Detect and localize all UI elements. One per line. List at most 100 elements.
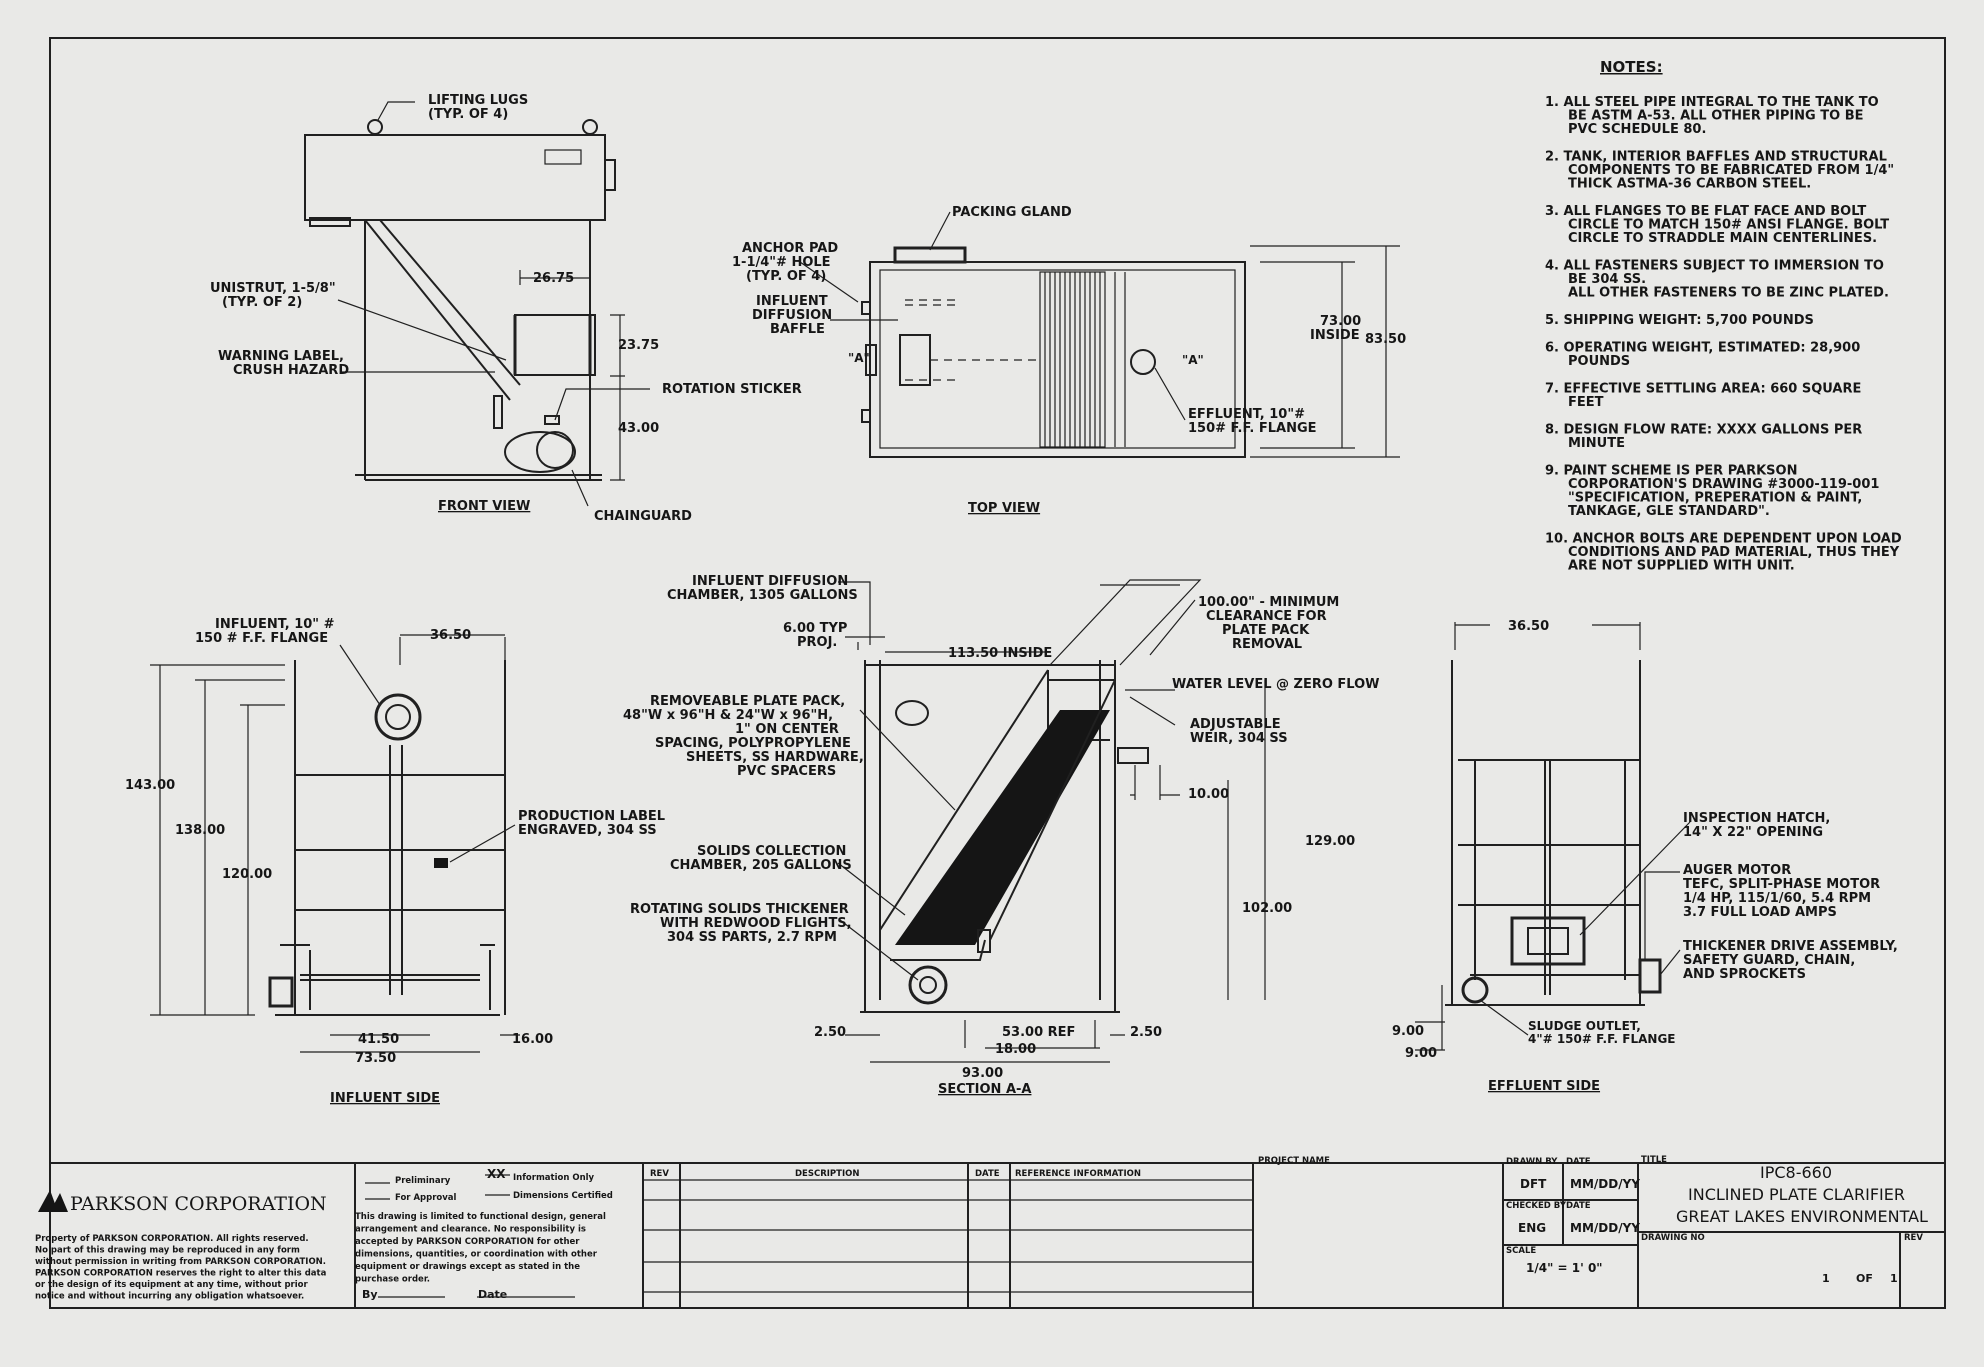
top-baffle-lines: [905, 299, 1040, 381]
section-drive: [977, 929, 991, 953]
note-line: FEET: [1568, 395, 1604, 410]
top-section-marker-right: "A": [1182, 353, 1204, 367]
status-dims-cert: Dimensions Certified: [513, 1191, 613, 1201]
note-line: 9. PAINT SCHEME IS PER PARKSON: [1545, 464, 1797, 479]
top-influent-flange: [865, 344, 877, 376]
section-dim-53-ref: 53.00 REF: [1002, 1025, 1075, 1040]
status-text-line: dimensions, quantities, or coordination …: [355, 1250, 598, 1260]
top-packing-gland: [893, 246, 967, 264]
effluent-auger-label-1: AUGER MOTOR: [1683, 863, 1791, 878]
front-flange-left: [309, 217, 351, 227]
effluent-drive-label-1: THICKENER DRIVE ASSEMBLY,: [1683, 939, 1898, 954]
top-baffle-label-2: DIFFUSION: [752, 308, 832, 323]
top-view-title: TOP VIEW: [968, 501, 1040, 516]
influent-drive: [268, 976, 294, 1008]
top-tank-outline: [869, 261, 1246, 458]
status-preliminary: Preliminary: [395, 1176, 451, 1186]
status-text-line: equipment or drawings except as stated i…: [355, 1262, 580, 1272]
influent-dim-16: 16.00: [512, 1032, 553, 1047]
section-plate-label-1: REMOVEABLE PLATE PACK,: [650, 694, 845, 709]
header-scale: SCALE: [1506, 1246, 1536, 1256]
header-project: PROJECT NAME: [1258, 1156, 1330, 1166]
status-text-line: This drawing is limited to functional de…: [355, 1212, 606, 1222]
effluent-dim-9-a: 9.00: [1392, 1024, 1424, 1039]
front-sprocket: [536, 431, 574, 469]
drawn-date-value: MM/DD/YY: [1570, 1177, 1640, 1191]
influent-label-1: INFLUENT, 10" #: [215, 617, 335, 632]
effluent-auger-label-3: 1/4 HP, 115/1/60, 5.4 RPM: [1683, 891, 1871, 906]
note-line: 3. ALL FLANGES TO BE FLAT FACE AND BOLT: [1545, 204, 1866, 219]
top-view: "A" "A" PACKING GLAND ANCHOR PAD 1-1/4"#…: [732, 205, 1406, 516]
front-warning-label-2: CRUSH HAZARD: [233, 363, 349, 378]
section-clearance-label-1: 100.00" - MINIMUM: [1198, 595, 1339, 610]
influent-flange: [374, 693, 422, 741]
note-line: 1. ALL STEEL PIPE INTEGRAL TO THE TANK T…: [1545, 95, 1879, 110]
header-checked-by: CHECKED BY: [1506, 1201, 1567, 1211]
status-text: This drawing is limited to functional de…: [355, 1212, 606, 1285]
header-date: DATE: [975, 1169, 1000, 1179]
section-dim-2-50-right: 2.50: [1130, 1025, 1162, 1040]
front-unistrut-label-2: (TYP. OF 2): [222, 295, 302, 310]
effluent-drive-label-3: AND SPROCKETS: [1683, 967, 1806, 982]
header-date-3: DATE: [1566, 1201, 1591, 1211]
section-thickener-label-1: ROTATING SOLIDS THICKENER: [630, 902, 849, 917]
section-weir-label-1: ADJUSTABLE: [1190, 717, 1281, 732]
section-influent-label-1: INFLUENT DIFFUSION: [692, 574, 848, 589]
section-plate-label-4: SPACING, POLYPROPYLENE: [655, 736, 851, 751]
section-solids-label-2: CHAMBER, 205 GALLONS: [670, 858, 852, 873]
sheet-border: [49, 37, 1946, 1309]
notes-heading: NOTES:: [1600, 58, 1663, 76]
section-plate-label-6: PVC SPACERS: [737, 764, 836, 779]
section-dim-129: 129.00: [1305, 834, 1355, 849]
top-plate-lines: [1044, 272, 1126, 447]
title-line-1: IPC8-660: [1760, 1163, 1832, 1182]
influent-dim-73-50: 73.50: [355, 1051, 396, 1066]
note-line: MINUTE: [1568, 436, 1625, 451]
section-dim-2-50-left: 2.50: [814, 1025, 846, 1040]
front-plate-box: [514, 314, 596, 376]
effluent-hatch-label-2: 14" X 22" OPENING: [1683, 825, 1823, 840]
disclaimer-line: Property of PARKSON CORPORATION. All rig…: [35, 1234, 309, 1244]
drawn-by-value: DFT: [1520, 1177, 1547, 1191]
front-dim-23-75: 23.75: [618, 338, 659, 353]
section-dim-93: 93.00: [962, 1066, 1003, 1081]
header-reference: REFERENCE INFORMATION: [1015, 1169, 1141, 1179]
effluent-dim-9-b: 9.00: [1405, 1046, 1437, 1061]
influent-prod-label-2: ENGRAVED, 304 SS: [518, 823, 657, 838]
note-line: BE 304 SS.: [1568, 272, 1646, 287]
top-anchor-pad-2: [861, 409, 871, 423]
header-rev-2: REV: [1904, 1233, 1923, 1243]
influent-dim-138: 138.00: [175, 823, 225, 838]
sheet-number: 1: [1822, 1272, 1830, 1285]
parkson-logo-mark-2: [50, 1193, 68, 1212]
front-chainguard: [504, 431, 576, 473]
top-anchor-pad-1: [861, 301, 871, 315]
section-clearance-path: [1049, 579, 1202, 666]
influent-side-view: INFLUENT, 10" # 150 # F.F. FLANGE 36.50 …: [125, 617, 665, 1106]
effluent-auger-label-4: 3.7 FULL LOAD AMPS: [1683, 905, 1837, 920]
checked-by-value: ENG: [1518, 1221, 1546, 1235]
front-dim-43-00: 43.00: [618, 421, 659, 436]
header-title: TITLE: [1641, 1155, 1667, 1165]
top-dim-73-inside-2: INSIDE: [1310, 328, 1360, 343]
note-line: 4. ALL FASTENERS SUBJECT TO IMMERSION TO: [1545, 259, 1884, 274]
top-packing-gland-label: PACKING GLAND: [952, 205, 1072, 220]
front-chainguard-label: CHAINGUARD: [594, 509, 692, 524]
checked-date-value: MM/DD/YY: [1570, 1221, 1640, 1235]
disclaimer-line: PARKSON CORPORATION reserves the right t…: [35, 1269, 327, 1279]
status-text-line: arrangement and clearance. No responsibi…: [355, 1225, 586, 1235]
section-pipe: [895, 700, 929, 726]
top-dim-83-50: 83.50: [1365, 332, 1406, 347]
title-block: PARKSON CORPORATION Property of PARKSON …: [35, 1155, 1945, 1308]
section-clearance-label-3: PLATE PACK: [1222, 623, 1310, 638]
note-line: 10. ANCHOR BOLTS ARE DEPENDENT UPON LOAD: [1545, 532, 1902, 547]
section-aa-view: INFLUENT DIFFUSION CHAMBER, 1305 GALLONS…: [623, 574, 1380, 1097]
section-thickener-label-3: 304 SS PARTS, 2.7 RPM: [667, 930, 837, 945]
effluent-drive-label-2: SAFETY GUARD, CHAIN,: [1683, 953, 1855, 968]
header-date-2: DATE: [1566, 1157, 1591, 1167]
top-baffle: [899, 334, 931, 386]
note-line: CIRCLE TO MATCH 150# ANSI FLANGE. BOLT: [1568, 218, 1889, 233]
section-plate-label-2: 48"W x 96"H & 24"W x 96"H,: [623, 708, 833, 723]
section-weir: [1117, 747, 1149, 764]
